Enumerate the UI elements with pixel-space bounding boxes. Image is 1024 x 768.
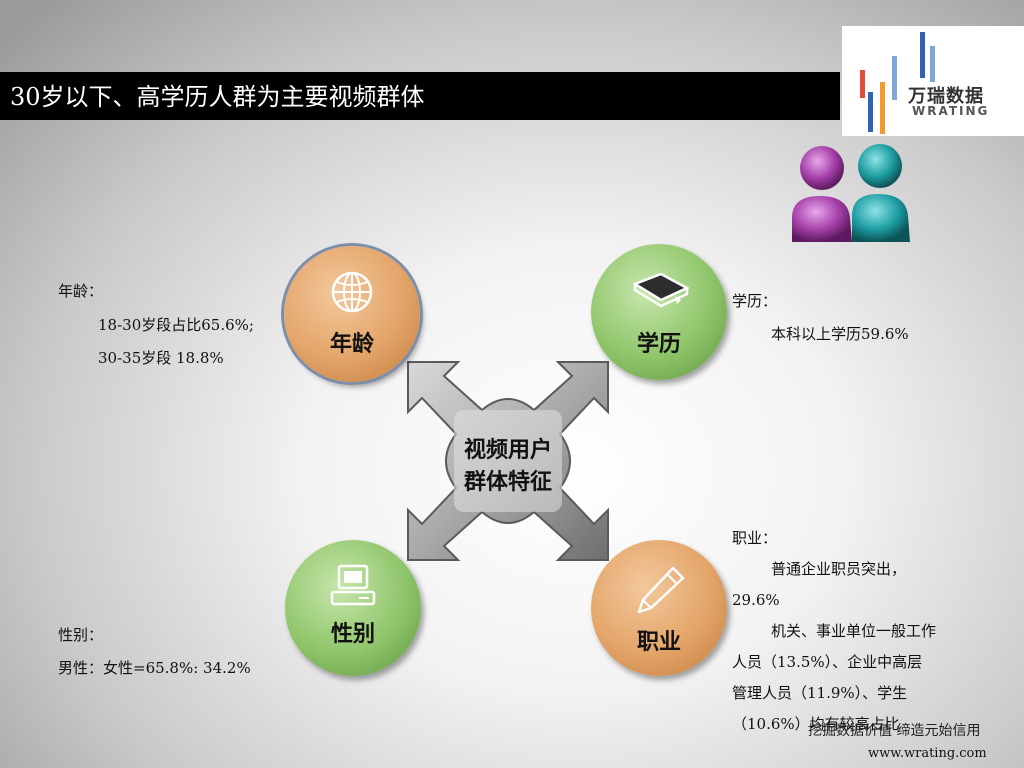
logo-text-en: WRATING <box>912 104 990 118</box>
occupation-heading: 职业： <box>732 529 778 547</box>
page-title: 30岁以下、高学历人群为主要视频群体 <box>10 83 425 111</box>
center-label-line1: 视频用户 <box>463 438 552 463</box>
age-heading: 年龄： <box>58 282 104 300</box>
pencil-icon <box>637 566 685 614</box>
footer-url: www.wrating.com <box>868 746 987 761</box>
center-label-line2: 群体特征 <box>463 470 552 495</box>
occupation-bubble-label: 职业 <box>636 630 681 655</box>
occupation-line-2: 29.6% <box>732 591 780 609</box>
gender-heading: 性别： <box>58 626 104 644</box>
age-line-2: 30-35岁段 18.8% <box>98 349 224 367</box>
globe-icon <box>331 271 373 313</box>
occupation-line-6: （10.6%）均有较高占比 <box>732 715 900 733</box>
age-line-1: 18-30岁段占比65.6%; <box>98 316 254 334</box>
gender-bubble-label: 性别 <box>330 622 375 647</box>
education-bubble: 学历 <box>591 244 727 380</box>
footer-slogan: 挖掘数据价值 缔造元始信用 <box>808 723 981 739</box>
age-bubble-label: 年龄 <box>329 332 374 357</box>
age-bubble: 年龄 <box>284 246 420 382</box>
occupation-line-5: 管理人员（11.9%）、学生 <box>732 684 908 702</box>
gender-line-1: 男性：女性=65.8%: 34.2% <box>58 659 251 677</box>
computer-icon <box>330 564 376 606</box>
occupation-line-4: 人员（13.5%）、企业中高层 <box>732 653 923 671</box>
education-line-1: 本科以上学历59.6% <box>771 325 909 343</box>
occupation-line-3: 机关、事业单位一般工作 <box>771 622 937 640</box>
occupation-line-1: 普通企业职员突出， <box>771 560 907 578</box>
logo-text-cn: 万瑞数据 <box>908 86 984 107</box>
people-icon <box>792 144 910 242</box>
title-bar <box>0 72 840 120</box>
education-bubble-label: 学历 <box>636 332 681 357</box>
center-arrows-shape <box>407 361 609 561</box>
logo <box>842 26 1024 136</box>
center-label: 视频用户 群体特征 <box>438 435 578 499</box>
gender-bubble: 性别 <box>285 540 421 676</box>
occupation-bubble: 职业 <box>591 540 727 676</box>
book-icon <box>632 272 689 308</box>
education-heading: 学历： <box>732 292 778 310</box>
